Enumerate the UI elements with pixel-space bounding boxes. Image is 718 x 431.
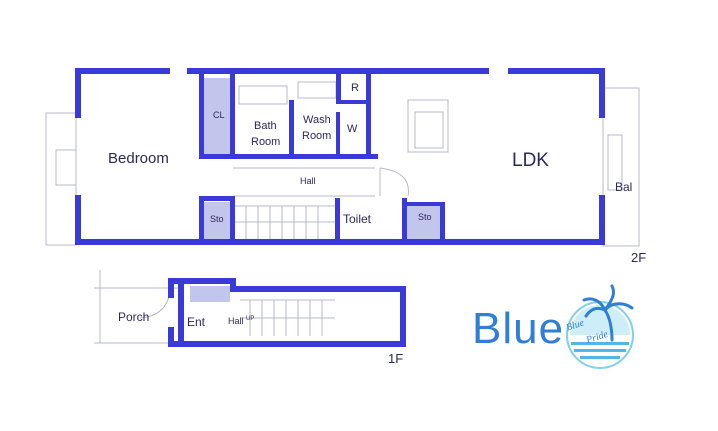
room-label-balcony: Bal: [615, 180, 633, 194]
palm-tree-icon: [582, 284, 634, 342]
logo-wordmark: Blue: [472, 304, 565, 353]
fixtures-2f: [45, 81, 640, 344]
room-label-washer: W: [347, 123, 358, 135]
logo-emblem: [566, 284, 634, 369]
room-label-wash-line1: Wash: [303, 114, 331, 126]
room-label-closet: CL: [213, 110, 225, 120]
entrance-storage-fill: [190, 286, 230, 302]
walls-1f: [168, 278, 406, 347]
closet-fill: [203, 78, 230, 156]
walls-2f: [75, 68, 605, 245]
room-label-hall-2f: Hall: [300, 176, 316, 186]
storage-right-fill: [405, 206, 445, 239]
floor-tag-2f: 2F: [631, 250, 647, 265]
room-label-refrigerator: R: [351, 82, 359, 94]
room-label-storage-left: Sto: [210, 214, 224, 224]
stair-up-label: UP: [246, 316, 255, 322]
room-label-ldk: LDK: [512, 150, 549, 171]
room-label-hall-1f: Hall: [228, 316, 244, 326]
storage-left-fill: [203, 202, 230, 239]
room-label-bath-line1: Bath: [254, 120, 277, 132]
room-label-bedroom: Bedroom: [108, 150, 169, 167]
room-label-storage-right: Sto: [418, 212, 432, 222]
floor-tag-1f: 1F: [388, 351, 404, 366]
room-label-bath-line2: Room: [251, 136, 281, 148]
room-label-porch: Porch: [118, 310, 150, 324]
room-label-wash-line2: Room: [302, 130, 332, 142]
storage-fills: [190, 78, 445, 302]
room-label-toilet: Toilet: [343, 212, 372, 226]
room-label-entrance: Ent: [187, 315, 206, 329]
